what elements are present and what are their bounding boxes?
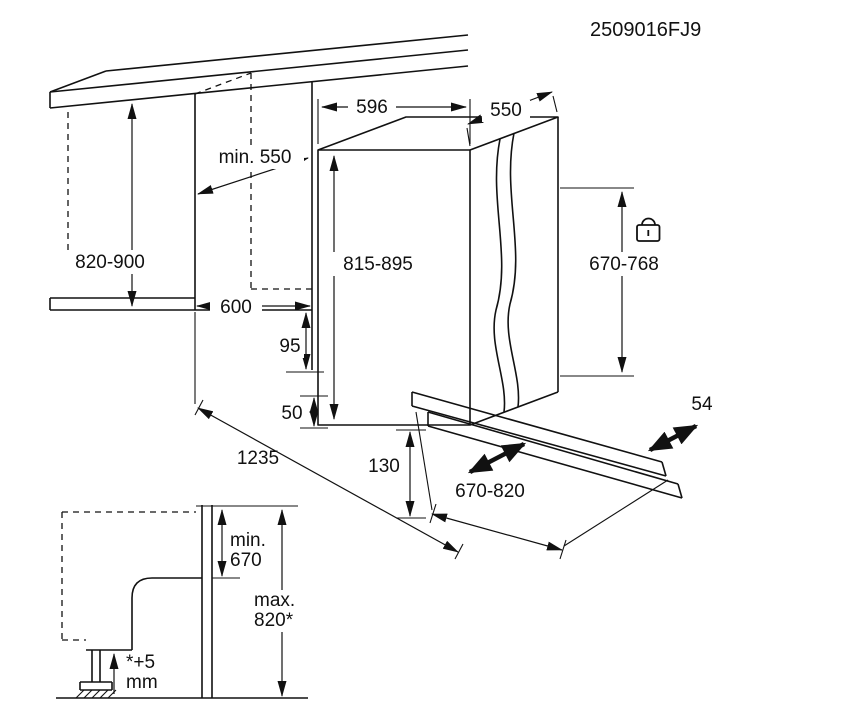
dim-label-plinth-recess: 130 [368,456,400,477]
counter-front-top-edge [49,49,469,93]
door-bottom-edge [411,405,667,477]
dimension-line [431,513,563,551]
extension-line [559,539,567,560]
open-door [411,391,699,547]
dim-label-door-panel-length: 670-820 [455,481,525,502]
label-backing [250,590,304,632]
dim-plinth-recess: 130 [368,429,426,519]
reference-code: 2509016FJ9 [590,19,701,41]
label-backing [482,100,530,122]
dimension-line [197,407,459,553]
slide-direction-arrow [467,442,527,474]
padlock-shackle [641,217,656,226]
padlock-icon [636,217,661,242]
label-backing [276,336,304,358]
extension-line [552,95,558,113]
inset-adjust-note-line1: *+5 [126,652,155,673]
dim-depth-door-open: 1235 [194,399,464,560]
counter-front-bottom-edge [49,65,469,109]
floor-hatching [75,689,117,699]
inset-min-label-line1: min. [230,530,266,551]
dim-label-depth-door-open: 1235 [237,448,279,469]
inset-detail: min. 670 max. 820* *+5 mm [56,505,308,699]
label-backing [210,297,262,319]
label-backing [330,252,426,276]
label-backing [348,97,396,119]
inset-plinth-profile [131,577,202,650]
inset-min-label-line2: 670 [230,550,262,571]
panel-break-wavy-line-1 [493,138,506,413]
counter [49,34,469,109]
dim-label-niche-height: 820-900 [75,252,145,273]
extension-line [429,503,437,524]
extension-line [194,399,204,416]
dim-niche-height: 820-900 [57,103,163,307]
label-backing [204,147,304,169]
panel-bottom-edge [427,425,683,499]
dim-appliance-height: 815-895 [329,155,426,420]
dim-label-slide-travel: 54 [691,394,713,415]
dim-appliance-width: 596 [317,97,471,144]
counter-left-depth-edge [49,70,107,93]
dim-label-appliance-height: 815-895 [343,254,413,275]
extension-line [563,479,669,547]
adjustable-foot-base [79,681,113,691]
appliance-bottom-right-edge [469,391,559,426]
dim-niche-width: 600 [196,297,311,319]
dim-door-panel-height: 670-768 [560,187,672,377]
dim-label-appliance-depth: 550 [490,100,522,121]
door-top-edge [411,391,663,463]
dim-niche-depth: min. 550 [197,147,309,195]
dim-label-base-clearance: 50 [281,403,302,424]
dim-base-clearance: 50 [278,395,328,429]
panel-right-cap [677,483,683,499]
door-right-cap [661,461,667,477]
slide-travel-arrow [647,424,699,452]
dim-label-appliance-width: 596 [356,97,388,118]
dim-door-panel-length: 670-820 [429,481,567,560]
dim-label-niche-width: 600 [220,297,252,318]
label-backing [576,252,672,276]
label-backing [57,250,163,274]
dim-plinth-height: 95 [276,312,311,370]
extension-line [466,127,471,147]
dim-appliance-depth: 550 [466,91,558,147]
dim-label-niche-depth: min. 550 [219,147,292,168]
inset-max-label-line2: 820* [254,610,294,631]
inset-max-label-line1: max. [254,590,295,611]
dim-label-door-panel-height: 670-768 [589,254,659,275]
padlock-body [636,224,661,242]
panel-top-edge [427,411,679,485]
niche-hidden-top-depth [194,72,252,95]
adjustable-foot-stem [86,649,106,682]
appliance-front-face [317,149,471,426]
dim-label-plinth-height: 95 [279,336,300,357]
inset-adjust-note-line2: mm [126,672,158,693]
panel-break-wavy-line-2 [507,132,520,408]
counter-back-top-edge [105,34,469,72]
